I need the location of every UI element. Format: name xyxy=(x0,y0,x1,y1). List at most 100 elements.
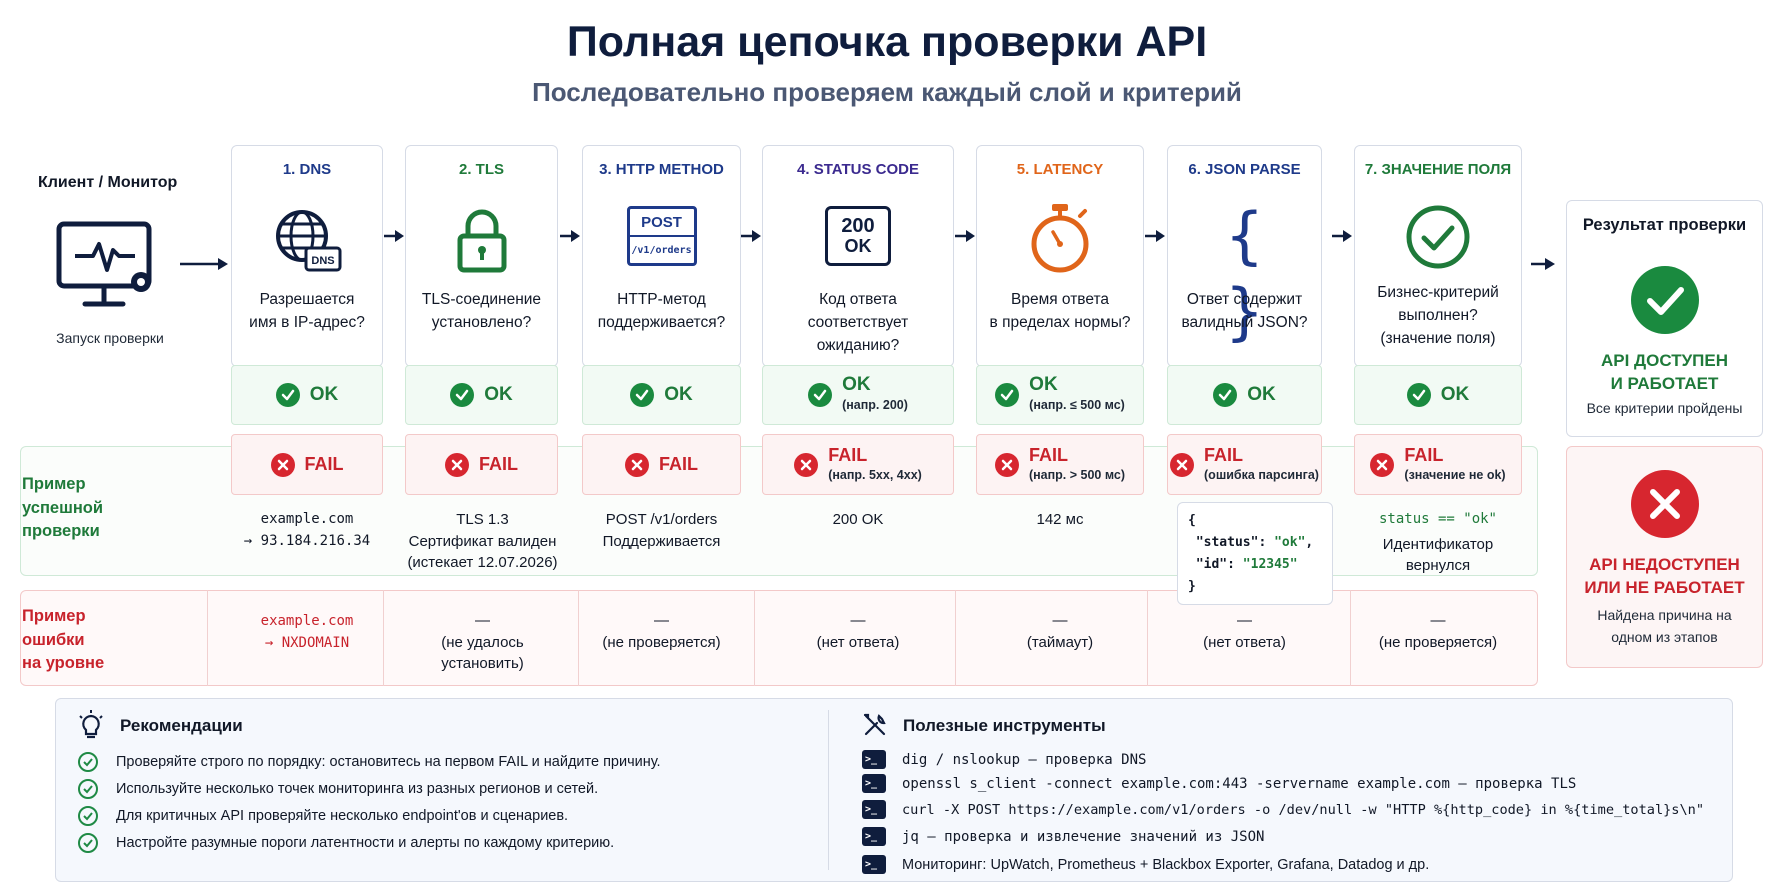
tool-item: >_ jq — проверка и извлечение значений и… xyxy=(862,827,1264,846)
fail-x-icon xyxy=(1170,452,1195,477)
fail-x-icon xyxy=(794,452,819,477)
client-subtitle: Запуск проверки xyxy=(56,330,164,346)
fail-x-icon xyxy=(994,452,1019,477)
fail-result: FAIL(значение не ok) xyxy=(1354,434,1522,495)
status-200-icon: 200 OK xyxy=(825,206,891,266)
result-ok-check-icon xyxy=(1630,265,1700,340)
tool-item: >_ curl -X POST https://example.com/v1/o… xyxy=(862,800,1704,819)
error-example-json: —(нет ответа) xyxy=(1203,612,1286,651)
terminal-icon: >_ xyxy=(862,774,886,793)
arrow-right-icon xyxy=(1332,230,1352,242)
recommendation-item: Используйте несколько точек мониторинга … xyxy=(78,779,598,799)
monitor-pulse-icon xyxy=(55,220,165,317)
stopwatch-icon xyxy=(1028,202,1092,279)
ok-check-icon xyxy=(1213,383,1238,407)
page-subtitle: Последовательно проверяем каждый слой и … xyxy=(532,77,1242,107)
ok-result: OK xyxy=(231,365,383,425)
divider xyxy=(754,590,755,686)
arrow-right-icon xyxy=(741,230,761,242)
fail-result: FAIL xyxy=(405,434,558,495)
stage-title: 1. DNS xyxy=(282,161,332,178)
stage-title: 6. JSON PARSE xyxy=(1188,161,1301,178)
ok-check-icon xyxy=(275,383,300,407)
error-example-row xyxy=(20,590,1538,686)
error-example-method: —(не проверяется) xyxy=(602,612,721,651)
recommendations-title: Рекомендации xyxy=(120,716,243,735)
check-icon xyxy=(78,779,98,799)
stage-title: 2. TLS xyxy=(458,161,504,178)
stage-title: 4. STATUS CODE xyxy=(797,161,919,178)
arrow-right-icon xyxy=(560,230,580,242)
client-title: Клиент / Монитор xyxy=(38,174,178,191)
stage-title: 3. HTTP METHOD xyxy=(599,161,724,178)
fail-x-icon xyxy=(270,452,295,477)
braces-icon: { } xyxy=(1224,199,1265,348)
ok-check-icon xyxy=(450,383,475,407)
success-example-json: { "status": "ok", "id": "12345" } xyxy=(1177,502,1333,605)
success-example-dns: example.com→ 93.184.216.34 xyxy=(243,511,371,549)
terminal-icon: >_ xyxy=(862,855,886,874)
ok-result: OK xyxy=(1354,365,1522,425)
fail-result: FAIL xyxy=(582,434,741,495)
divider xyxy=(578,590,579,686)
fail-result: FAIL(напр. 5xx, 4xx) xyxy=(762,434,954,495)
fail-x-icon xyxy=(625,452,649,477)
terminal-icon: >_ xyxy=(862,827,886,846)
tool-item: >_ Мониторинг: UpWatch, Prometheus + Bla… xyxy=(862,855,1429,874)
post-method-icon: POST /v1/orders xyxy=(626,206,697,266)
result-fail-x-icon xyxy=(1630,469,1700,544)
arrow-right-icon xyxy=(1145,230,1165,242)
divider xyxy=(207,590,208,686)
tools-title: Полезные инструменты xyxy=(903,716,1106,735)
svg-text:DNS: DNS xyxy=(311,255,334,267)
check-icon xyxy=(78,752,98,772)
recommendation-item: Для критичных API проверяйте несколько e… xyxy=(78,806,568,826)
check-icon xyxy=(78,806,98,826)
error-example-latency: —(таймаут) xyxy=(1026,612,1094,651)
terminal-icon: >_ xyxy=(862,800,886,819)
divider xyxy=(1350,590,1351,686)
arrow-right-icon xyxy=(384,230,404,242)
check-circle-icon xyxy=(1405,204,1471,275)
recommendation-item: Проверяйте строго по порядку: остановите… xyxy=(78,752,661,772)
arrow-right-icon xyxy=(955,230,975,242)
stage-title: 7. ЗНАЧЕНИЕ ПОЛЯ xyxy=(1364,161,1512,178)
ok-result: OK(напр. ≤ 500 мс) xyxy=(976,365,1144,425)
recommendation-item: Настройте разумные пороги латентности и … xyxy=(78,833,614,853)
ok-result: OK xyxy=(582,365,741,425)
fail-result: FAIL xyxy=(231,434,383,495)
recommendations-panel xyxy=(55,698,1733,882)
wrench-screwdriver-icon xyxy=(862,712,888,743)
check-icon xyxy=(78,833,98,853)
padlock-icon xyxy=(452,206,512,281)
ok-check-icon xyxy=(1406,383,1431,407)
tool-item: >_ dig / nslookup — проверка DNS xyxy=(862,750,1146,769)
ok-result: OK xyxy=(1167,365,1322,425)
tool-item: >_ openssl s_client -connect example.com… xyxy=(862,774,1576,793)
page-title: Полная цепочка проверки API xyxy=(566,18,1208,66)
ok-result: OK xyxy=(405,365,558,425)
lightbulb-icon xyxy=(78,710,104,747)
fail-x-icon xyxy=(445,452,469,477)
error-example-field: —(не проверяется) xyxy=(1378,612,1498,651)
stage-title: 5. LATENCY xyxy=(1016,161,1104,178)
